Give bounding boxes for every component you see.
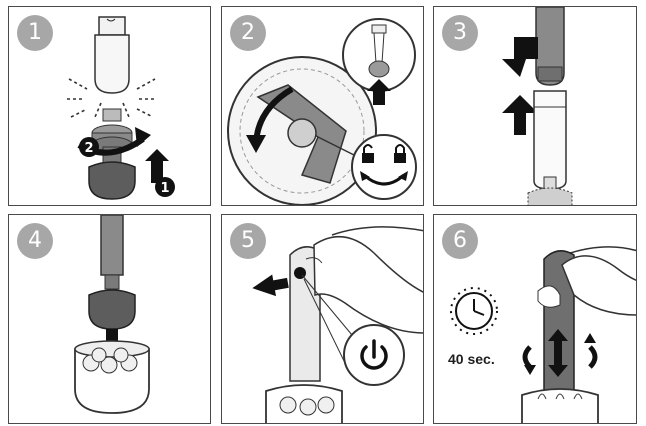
step-number-badge: 1 — [17, 15, 53, 51]
rotate-right-arrow-icon — [584, 333, 596, 343]
step-panel-6: 6 40 sec. — [433, 214, 637, 424]
sub-step-1-label: 1 — [160, 181, 169, 196]
step-panel-1: 1 2 1 — [8, 6, 211, 206]
step-number-badge: 2 — [230, 15, 266, 51]
step-number-badge: 5 — [230, 223, 266, 259]
up-arrow-icon — [502, 95, 538, 135]
timer-duration-label: 40 sec. — [448, 351, 495, 367]
timer-icon — [451, 288, 497, 334]
step-panel-3: 3 — [433, 6, 637, 206]
rotate-arrow-icon — [135, 127, 151, 147]
step-panel-5: 5 — [221, 214, 424, 424]
sub-step-2-label: 2 — [84, 141, 93, 156]
step-number-badge: 3 — [442, 15, 478, 51]
lock-inset — [352, 135, 416, 199]
step-number-badge: 6 — [442, 223, 478, 259]
press-arrow-icon — [251, 272, 290, 300]
hand — [314, 237, 424, 333]
step-panel-2: 2 — [221, 6, 424, 206]
step-panel-4: 4 — [8, 214, 211, 424]
down-arrow-icon — [502, 37, 538, 77]
rotate-left-arrow-icon — [524, 365, 536, 375]
step-number-badge: 4 — [17, 223, 53, 259]
